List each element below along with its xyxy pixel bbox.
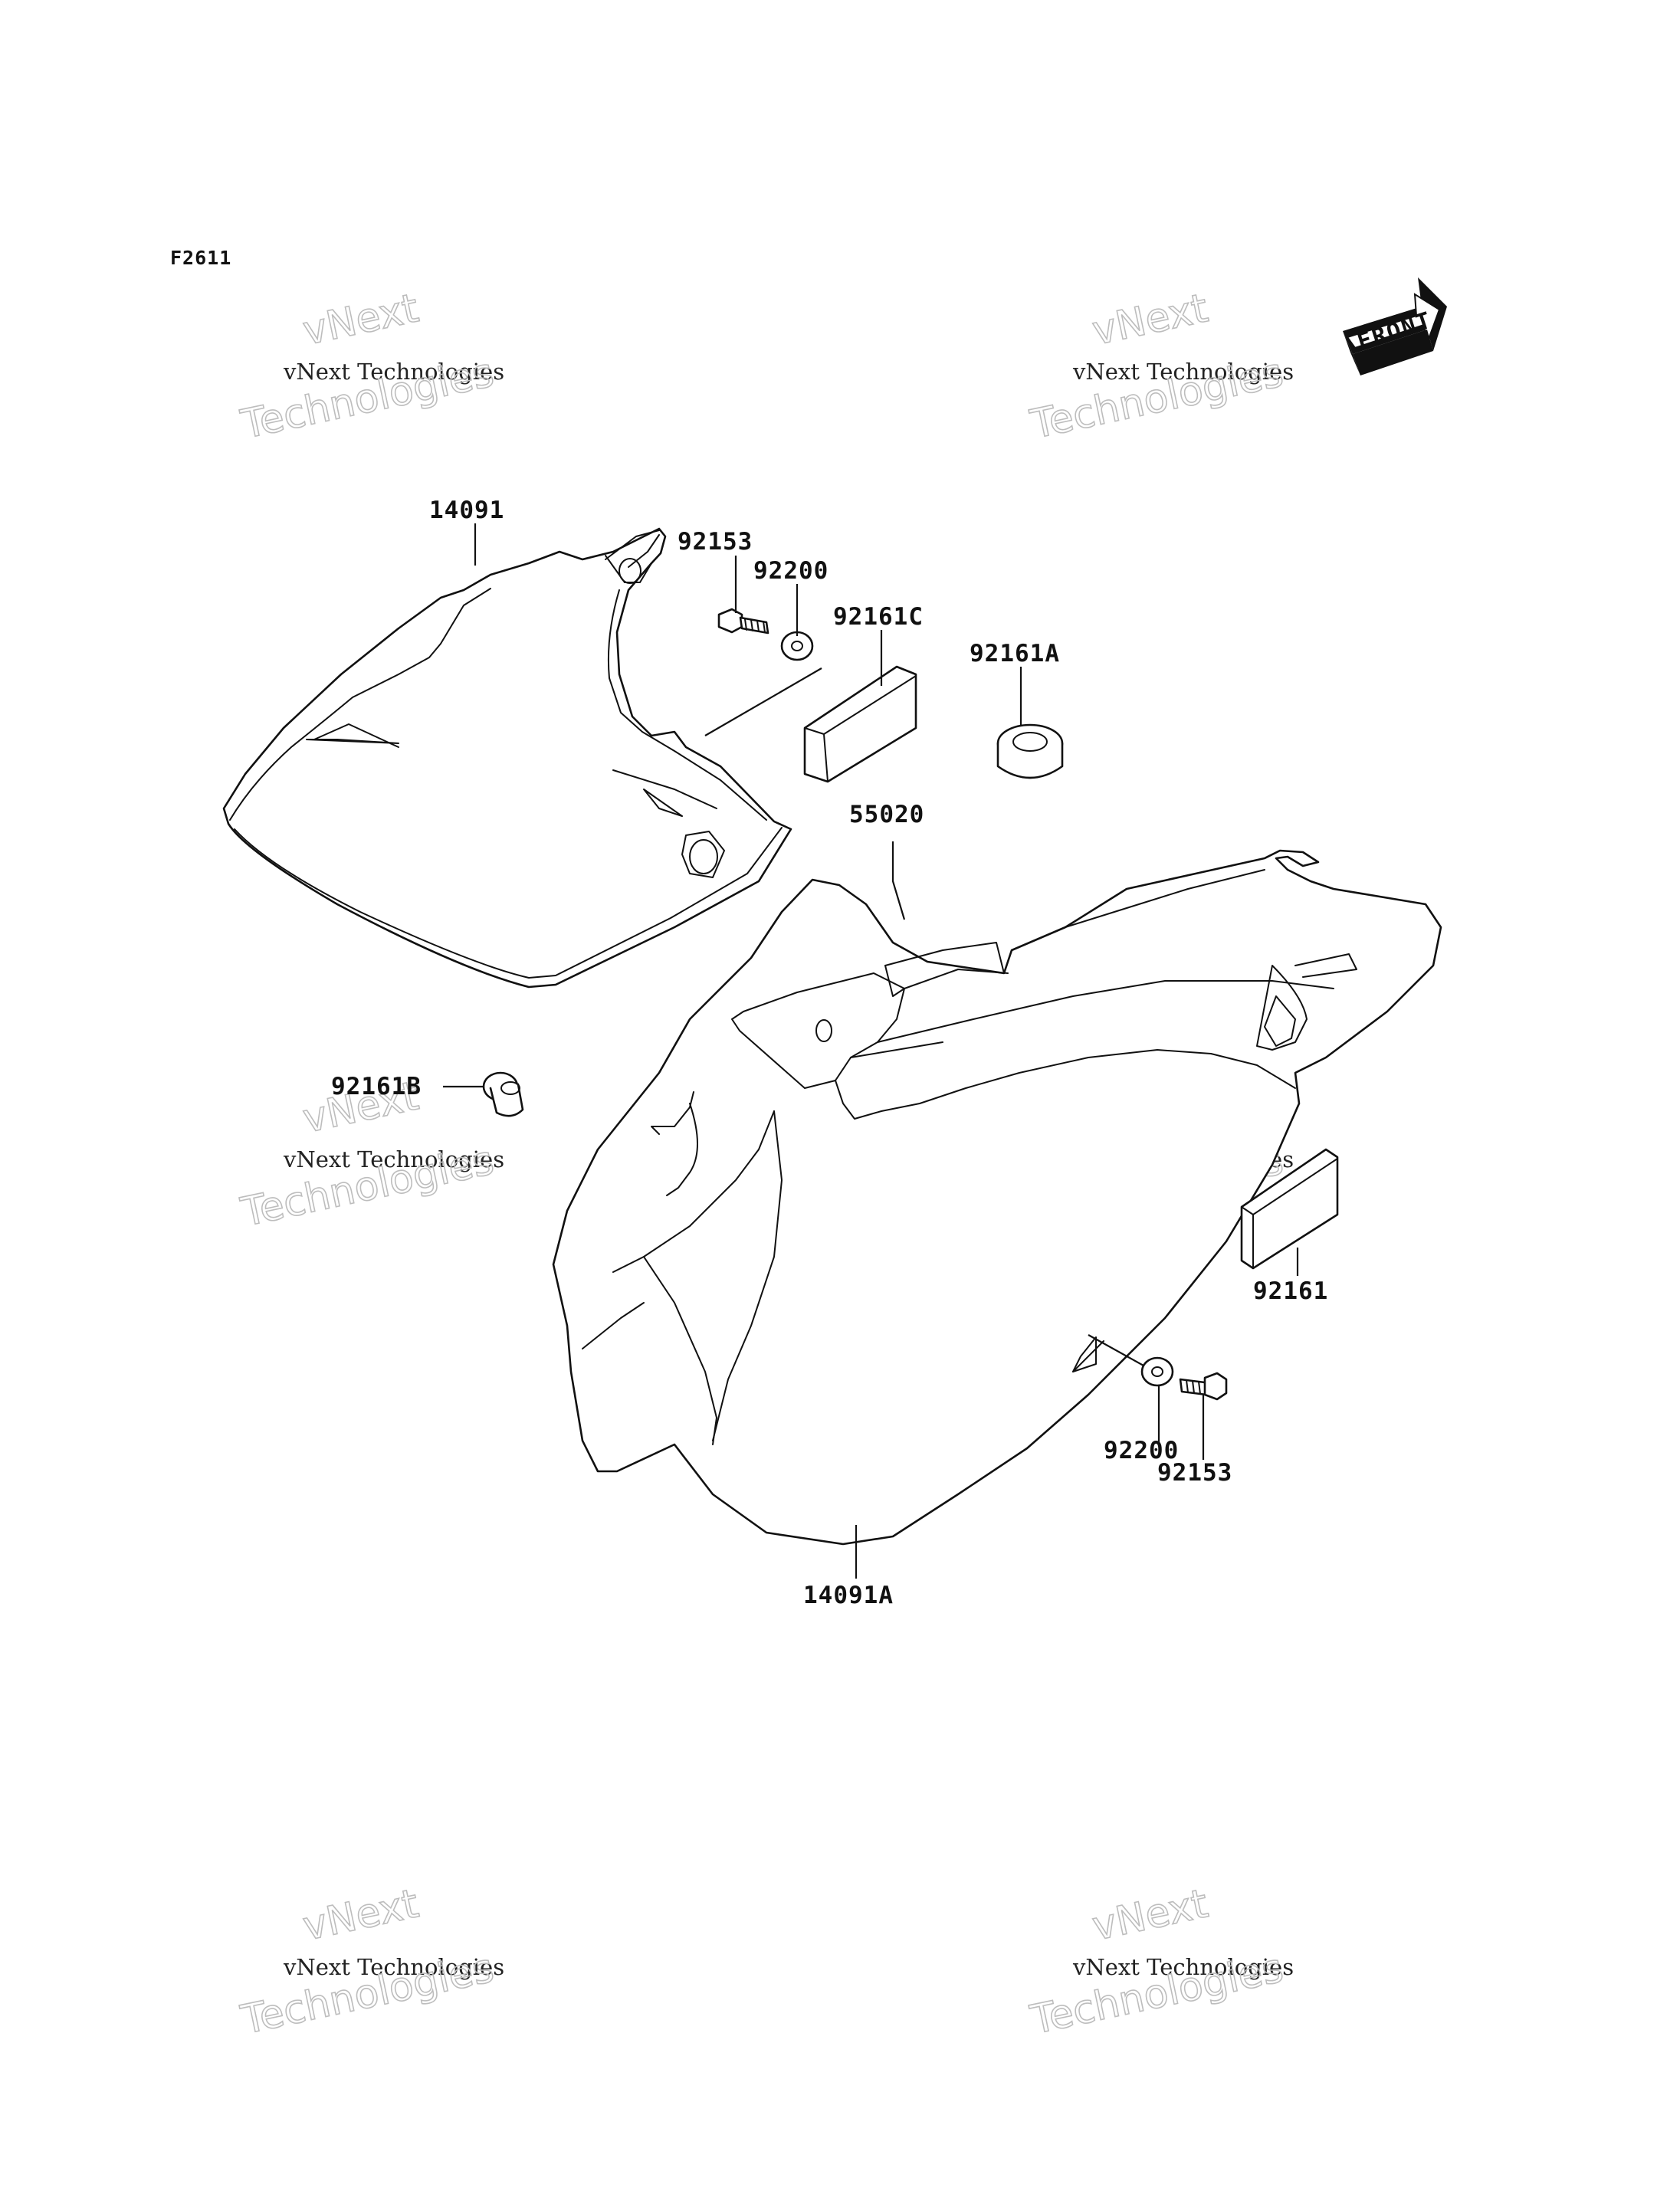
watermark-big-line1: vNext (1088, 1881, 1212, 1949)
label-92161a: 92161A (970, 640, 1060, 667)
washer-bottom (1140, 1356, 1174, 1387)
side-cover-right (552, 849, 1442, 1546)
damper-b (482, 1071, 524, 1117)
watermark-big-line1: vNext (1088, 285, 1212, 354)
bolt-top (717, 608, 769, 635)
watermark-small: vNext Technologies (1072, 359, 1294, 385)
bolt-bottom (1179, 1372, 1228, 1401)
side-cover-left (222, 527, 792, 989)
watermark-bottom-right: vNext vNext Technologies Technologies (1025, 1881, 1294, 2045)
leader-lines (443, 523, 1299, 1579)
watermark-small: vNext Technologies (283, 1954, 504, 1980)
watermark-small: vNext Technologies (1072, 1954, 1294, 1980)
damper-a (996, 723, 1064, 779)
diagram-code: F2611 (170, 247, 232, 269)
label-92200-bottom: 92200 (1104, 1437, 1179, 1464)
washer-top (780, 631, 814, 661)
front-arrow-icon: FRONT (1343, 277, 1447, 375)
label-92161: 92161 (1253, 1277, 1328, 1305)
damper-c (803, 665, 917, 783)
label-92161b: 92161B (331, 1073, 422, 1100)
pad (884, 942, 1005, 997)
watermark-small: vNext Technologies (283, 359, 504, 385)
label-92153-top: 92153 (678, 528, 753, 556)
watermark-top-left: vNext vNext Technologies Technologies vN… (236, 285, 504, 449)
watermark-bottom-left: vNext vNext Technologies Technologies (236, 1881, 504, 2045)
label-14091a: 14091A (803, 1582, 894, 1609)
watermark-big-line1: vNext (299, 1881, 422, 1949)
label-55020: 55020 (849, 801, 924, 828)
watermark-top-right: vNext vNext Technologies Technologies (1025, 285, 1294, 449)
watermark-big-line1: vNext (299, 285, 422, 354)
label-92153-bottom: 92153 (1157, 1459, 1232, 1487)
label-14091: 14091 (429, 497, 504, 524)
watermark-small: vNext Technologies (283, 1146, 504, 1172)
damper (1240, 1148, 1339, 1270)
label-92200-top: 92200 (753, 557, 829, 585)
label-92161c: 92161C (833, 603, 924, 631)
